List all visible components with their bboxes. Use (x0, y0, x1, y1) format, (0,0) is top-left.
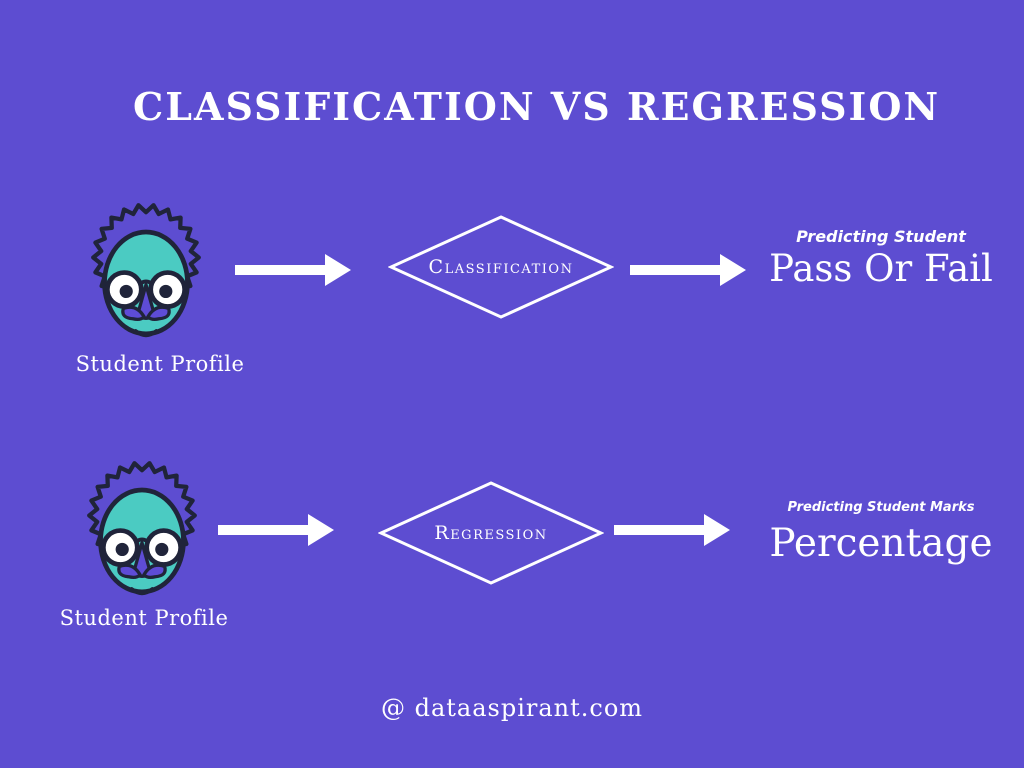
mustache-right (142, 563, 167, 580)
professor-face-icon (91, 203, 201, 338)
student-profile-label: Student Profile (59, 606, 229, 630)
prediction-result: Predicting Student Pass Or Fail (756, 227, 1006, 290)
smile-mouth (129, 587, 155, 596)
flow-arrow-icon (614, 514, 730, 546)
student-profile-label: Student Profile (75, 352, 245, 376)
right-pupil (155, 542, 169, 557)
result-caption: Predicting Student (796, 227, 966, 246)
diamond-label: Regression (434, 522, 548, 544)
left-pupil (115, 542, 129, 557)
left-pupil (119, 284, 133, 299)
prediction-result: Predicting Student Marks Percentage (756, 500, 1006, 566)
result-label: Pass Or Fail (769, 247, 993, 290)
result-label: Percentage (769, 521, 993, 566)
regression-diamond: Regression (378, 480, 604, 586)
mustache-right (146, 305, 171, 322)
result-caption: Predicting Student Marks (787, 500, 975, 515)
flow-arrow-icon (235, 254, 351, 286)
page-title: CLASSIFICATION VS REGRESSION (133, 84, 941, 129)
flow-arrow-icon (218, 514, 334, 546)
diamond-outline (388, 215, 614, 319)
right-pupil (159, 284, 173, 299)
professor-face-icon (87, 461, 197, 596)
diamond-outline (378, 481, 604, 585)
mustache-left (117, 563, 142, 580)
mustache-left (121, 305, 146, 322)
diamond-label: Classification (428, 256, 574, 278)
classification-diamond: Classification (388, 214, 614, 320)
footer-credit: @ dataaspirant.com (380, 694, 644, 722)
flow-arrow-icon (630, 254, 746, 286)
smile-mouth (133, 329, 159, 338)
